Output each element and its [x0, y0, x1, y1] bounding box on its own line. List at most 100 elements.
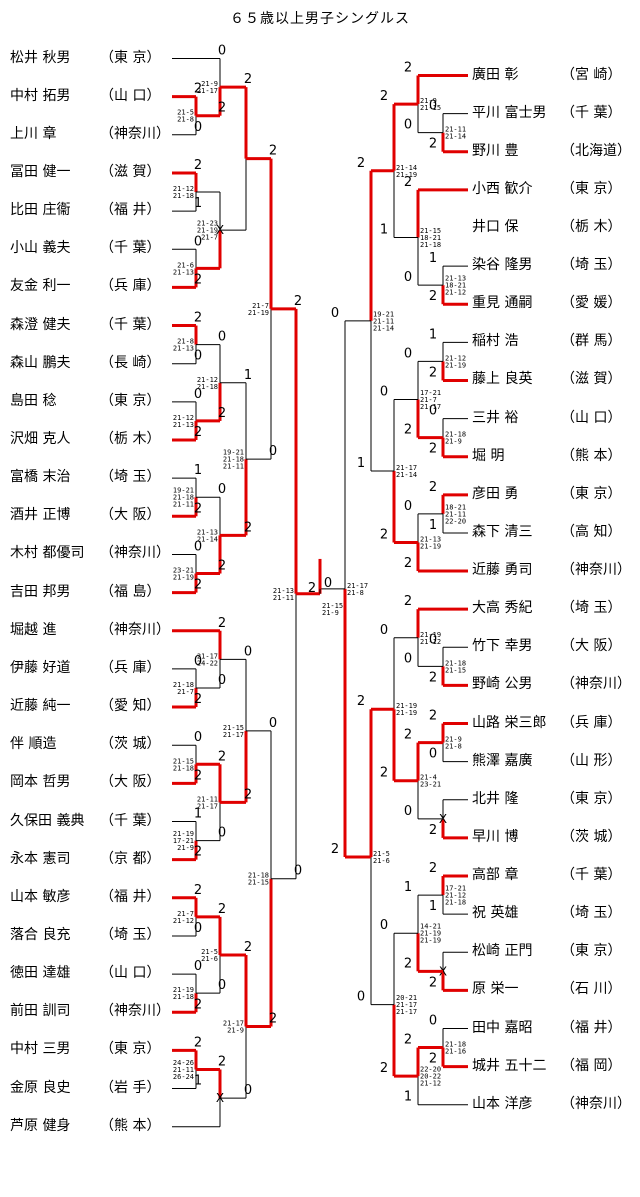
game-score: 21-18 [445, 431, 466, 439]
game-score: 21-12 [197, 376, 218, 384]
game-score: 21-14 [396, 164, 417, 172]
win-count: 2 [244, 787, 252, 802]
game-score: 21-12 [420, 1080, 441, 1088]
player-prefecture: （群 馬） [561, 333, 622, 350]
player-prefecture: （神奈川） [561, 1095, 631, 1112]
game-score: 21-13 [273, 587, 294, 595]
player-name: 山本 洋彦 [472, 1095, 533, 1112]
game-score: 21-19 [173, 986, 194, 994]
game-score: 21-13 [445, 275, 466, 283]
game-score: 23-21 [173, 567, 194, 575]
win-count: 0 [357, 990, 365, 1005]
win-count: 2 [194, 82, 202, 97]
player-name: 前田 訓司 [10, 1003, 71, 1020]
player-name: 稲村 浩 [472, 333, 519, 350]
win-count: 0 [429, 632, 437, 647]
win-count: 2 [404, 956, 412, 971]
win-count: 2 [194, 578, 202, 593]
player-name: 熊澤 嘉廣 [472, 752, 533, 769]
win-count: 2 [429, 709, 437, 724]
game-score: 21-18 [223, 456, 244, 464]
player-prefecture: （兵 庫） [561, 714, 622, 731]
player-prefecture: （北海道） [561, 142, 631, 159]
game-score: 21-12 [420, 638, 441, 646]
win-count: 0 [244, 1083, 252, 1098]
game-score: 21-15 [420, 227, 441, 235]
win-count: 2 [404, 556, 412, 571]
player-name: 島田 稔 [10, 392, 57, 409]
win-count: 2 [244, 940, 252, 955]
player-prefecture: （神奈川） [100, 125, 170, 142]
player-prefecture: （東 京） [561, 485, 622, 502]
player-name: 金原 良史 [10, 1079, 71, 1096]
game-score: 19-21 [173, 487, 194, 495]
game-score: 22-20 [420, 1066, 441, 1074]
win-count: 2 [404, 728, 412, 743]
player-name: 松井 秋男 [10, 49, 71, 66]
player-prefecture: （山 口） [100, 87, 161, 104]
game-score: 21-17 [396, 1008, 417, 1016]
player-prefecture: （福 井） [100, 202, 161, 219]
player-prefecture: （岩 手） [100, 1079, 161, 1096]
game-score: 21-9 [227, 1027, 244, 1035]
game-score: 21-12 [445, 892, 466, 900]
game-score: 21-19 [248, 309, 269, 317]
game-score: 21-11 [445, 510, 466, 518]
player-prefecture: （兵 庫） [100, 659, 161, 676]
win-count: 2 [218, 1054, 226, 1069]
game-score: 21-6 [201, 955, 218, 963]
player-prefecture: （長 崎） [100, 354, 161, 371]
win-count: 0 [244, 644, 252, 659]
player-name: 伴 順造 [10, 736, 57, 753]
win-count: 0 [194, 730, 202, 745]
win-count: 2 [429, 289, 437, 304]
game-score: 21-17 [396, 1001, 417, 1009]
win-count: 0 [429, 747, 437, 762]
win-count: 2 [269, 144, 277, 159]
player-name: 上川 章 [10, 125, 57, 142]
win-count: 0 [194, 921, 202, 936]
player-name: 井口 保 [472, 218, 519, 235]
win-count: 2 [331, 842, 339, 857]
player-name: 近藤 純一 [10, 698, 71, 715]
player-prefecture: （兵 庫） [100, 278, 161, 295]
player-prefecture: （神奈川） [100, 545, 170, 562]
game-score: 21-7 [420, 396, 437, 404]
win-count: 2 [380, 766, 388, 781]
win-count: 0 [331, 306, 339, 321]
player-name: 山本 敏彦 [10, 888, 71, 905]
game-score: 21-23 [197, 220, 218, 228]
game-score: 18-21 [445, 282, 466, 290]
game-score: 21-15 [223, 724, 244, 732]
win-count: 2 [194, 425, 202, 440]
win-count: 2 [194, 501, 202, 516]
player-prefecture: （埼 玉） [100, 926, 161, 943]
win-count: 0 [294, 864, 302, 879]
player-name: 吉田 邦男 [10, 583, 71, 600]
win-count: 2 [194, 1035, 202, 1050]
game-score: 21-16 [445, 1048, 466, 1056]
game-score: 21-19 [396, 709, 417, 717]
player-name: 森下 清三 [472, 523, 533, 540]
game-score: 21-15 [248, 879, 269, 887]
game-score: 21-15 [322, 602, 343, 610]
player-name: 染谷 隆男 [472, 257, 533, 274]
win-count: 1 [380, 223, 388, 238]
player-name: 堀越 進 [10, 621, 57, 638]
game-score: 18-21 [420, 234, 441, 242]
player-prefecture: （茨 城） [100, 736, 161, 753]
player-name: 北井 隆 [472, 790, 519, 807]
game-score: 21-19 [420, 631, 441, 639]
player-name: 廣田 彰 [472, 66, 519, 83]
player-prefecture: （千 葉） [100, 240, 161, 257]
game-score: 21-6 [373, 857, 390, 865]
win-count: 0 [324, 576, 332, 591]
win-count: 1 [357, 456, 365, 471]
game-score: 21-7 [201, 234, 218, 242]
game-score: 21-12 [445, 354, 466, 362]
player-prefecture: （福 井） [561, 1019, 622, 1036]
game-score: 21-17 [396, 464, 417, 472]
player-prefecture: （神奈川） [100, 621, 170, 638]
player-name: 高部 章 [472, 867, 519, 884]
